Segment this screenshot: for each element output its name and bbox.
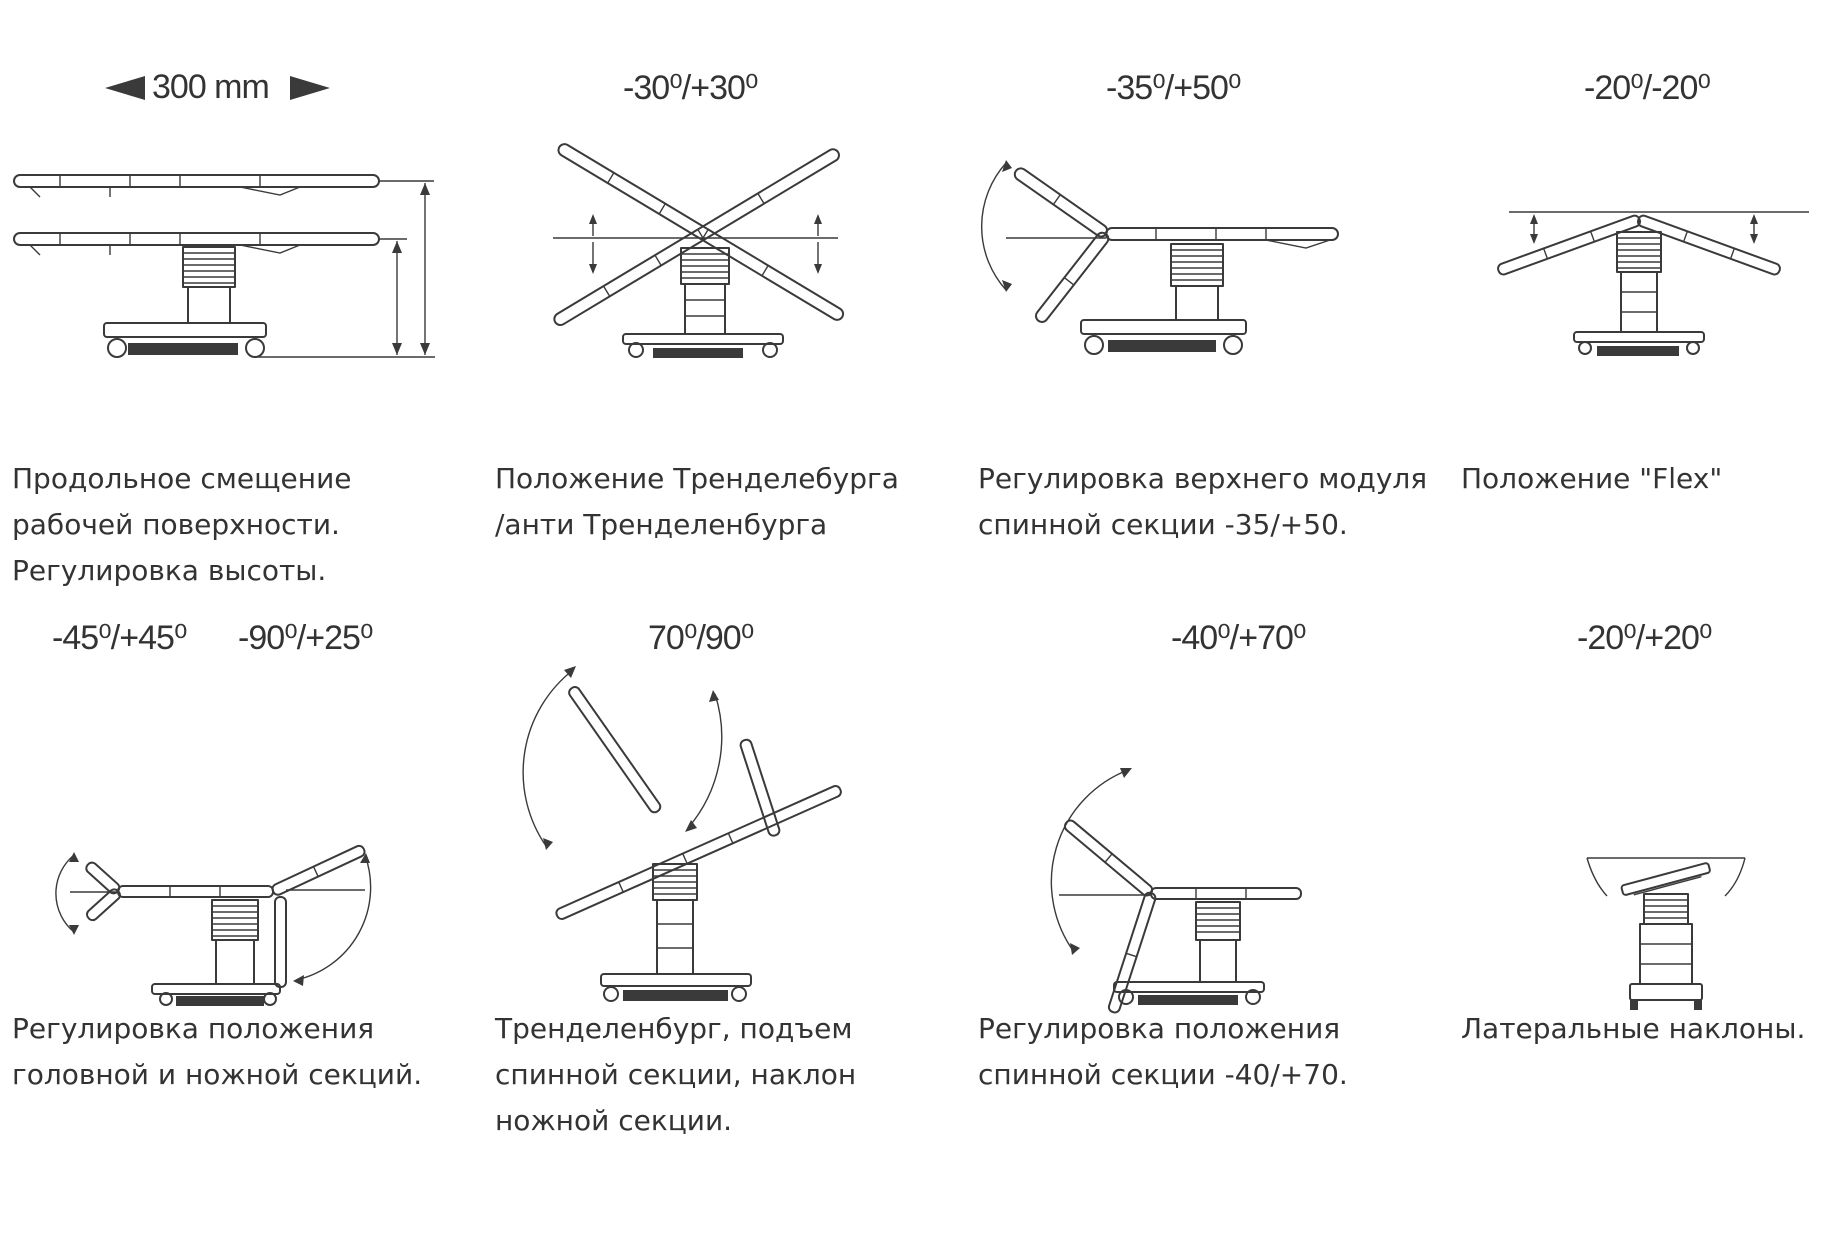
angle-label: -35⁰/+50⁰ — [1106, 69, 1242, 107]
caption-flex: Положение "Flex" — [1461, 456, 1834, 502]
figure-trend-combined: 70⁰/90⁰ Тренделенбург, подъем спинной се… — [483, 619, 953, 1250]
caption-line: /анти Тренделенбурга — [495, 508, 828, 541]
diagram-head-foot — [0, 650, 470, 1050]
diagram-trendelenburg — [483, 0, 953, 400]
caption-back-section: Регулировка положения спинной секции -40… — [978, 1006, 1428, 1098]
caption-line: головной и ножной секций. — [12, 1058, 423, 1091]
figure-back-upper: -35⁰/+50⁰ Регулировка верхнего модуля сп… — [966, 0, 1436, 600]
diagram-back-section — [966, 650, 1436, 1050]
figure-flex: -20⁰/-20⁰ Положение "Flex" — [1449, 0, 1834, 600]
angle-label: -20⁰/-20⁰ — [1584, 69, 1711, 107]
caption-lateral: Латеральные наклоны. — [1461, 1006, 1834, 1052]
figure-head-foot: -45⁰/+45⁰ -90⁰/+25⁰ Регулировка положени… — [0, 619, 470, 1250]
caption-line: спинной секции -35/+50. — [978, 508, 1348, 541]
figure-trendelenburg: -30⁰/+30⁰ Положение Тренделебурга /анти … — [483, 0, 953, 600]
angle-label: 70⁰/90⁰ — [648, 619, 754, 657]
caption-line: Регулировка высоты. — [12, 554, 327, 587]
caption-line: Положение "Flex" — [1461, 462, 1723, 495]
caption-line: спинной секции -40/+70. — [978, 1058, 1348, 1091]
caption-line: ножной секции. — [495, 1104, 733, 1137]
angle-label: -40⁰/+70⁰ — [1171, 619, 1307, 657]
angle-label: -20⁰/+20⁰ — [1577, 619, 1713, 657]
figure-back-section: -40⁰/+70⁰ Регулировка положения спинной … — [966, 619, 1436, 1250]
angle-label-foot: -90⁰/+25⁰ — [238, 619, 374, 657]
diagram-longitudinal — [0, 0, 470, 400]
caption-trend-combined: Тренделенбург, подъем спинной секции, на… — [495, 1006, 945, 1144]
angle-label: -30⁰/+30⁰ — [623, 69, 759, 107]
caption-line: Латеральные наклоны. — [1461, 1012, 1806, 1045]
caption-back-upper: Регулировка верхнего модуля спинной секц… — [978, 456, 1428, 548]
caption-line: Регулировка верхнего модуля — [978, 462, 1428, 495]
caption-line: Регулировка положения — [12, 1012, 375, 1045]
figure-longitudinal: 300 mm Продольное смещение рабочей повер… — [0, 0, 470, 600]
caption-line: спинной секции, наклон — [495, 1058, 857, 1091]
dimension-label: 300 mm — [152, 68, 270, 106]
caption-line: рабочей поверхности. — [12, 508, 340, 541]
caption-longitudinal: Продольное смещение рабочей поверхности.… — [12, 456, 462, 594]
caption-line: Регулировка положения — [978, 1012, 1341, 1045]
angle-label-head: -45⁰/+45⁰ — [52, 619, 188, 657]
diagram-lateral — [1449, 650, 1834, 1050]
caption-line: Продольное смещение — [12, 462, 352, 495]
caption-head-foot: Регулировка положения головной и ножной … — [12, 1006, 462, 1098]
diagram-back-upper — [966, 0, 1436, 400]
caption-line: Положение Тренделебурга — [495, 462, 899, 495]
figure-lateral: -20⁰/+20⁰ Латеральные наклоны. — [1449, 619, 1834, 1250]
caption-trendelenburg: Положение Тренделебурга /анти Тренделенб… — [495, 456, 945, 548]
caption-line: Тренделенбург, подъем — [495, 1012, 853, 1045]
diagram-trend-combined — [483, 650, 953, 1050]
diagram-flex — [1449, 0, 1834, 400]
